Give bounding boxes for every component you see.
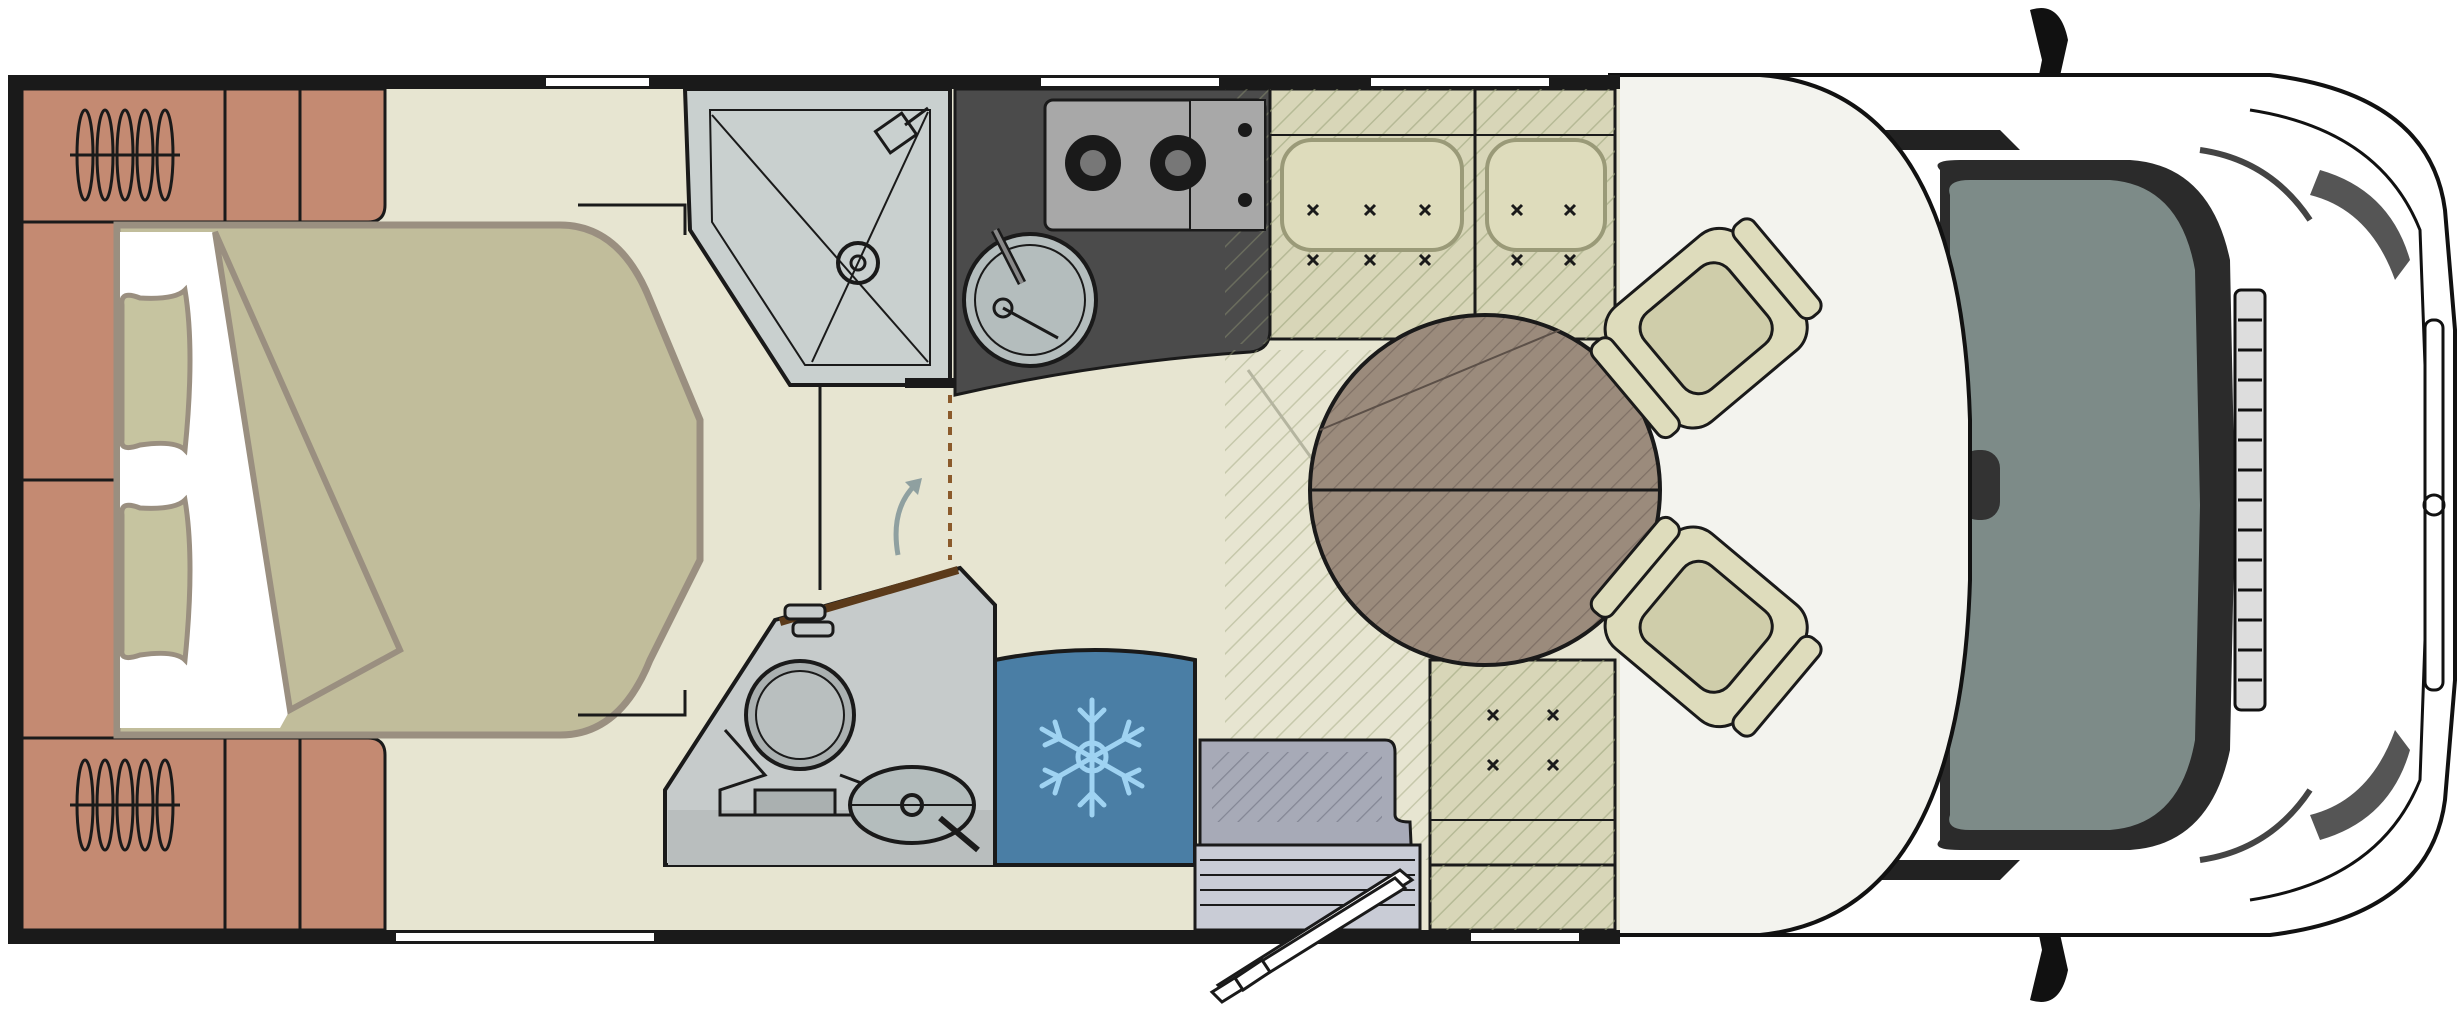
entrance-step	[1193, 738, 1422, 932]
grille	[2233, 288, 2267, 712]
seat-icon	[1589, 217, 1823, 440]
snowflake-icon	[1039, 697, 1145, 818]
rear-wardrobe-top	[20, 87, 387, 224]
washbasin-icon	[848, 765, 980, 853]
cushion-icon	[1280, 138, 1607, 252]
pillow-icon	[119, 494, 193, 666]
hob-icon	[1043, 98, 1267, 232]
sink-icon	[962, 227, 1098, 368]
fridge	[993, 648, 1197, 867]
shower	[682, 87, 952, 387]
windows	[394, 76, 1581, 943]
bed-platform	[578, 203, 822, 717]
kitchen	[953, 87, 1272, 397]
seat-icon	[1589, 515, 1823, 738]
round-table-icon	[1308, 313, 1662, 667]
stitch-icon	[1306, 203, 1577, 267]
cab-seats	[1589, 217, 1823, 738]
rear-wardrobe-bottom	[20, 736, 387, 932]
shower-icon	[836, 106, 929, 285]
toilet-icon	[718, 659, 882, 817]
pillow-icon	[119, 284, 193, 456]
hanger-icon	[70, 108, 180, 202]
small-bench	[1428, 658, 1617, 932]
double-bed	[113, 221, 704, 739]
bench-seat	[1268, 87, 1617, 341]
door-swing-arrow-icon	[893, 483, 917, 556]
cab-partition	[1613, 73, 1972, 937]
door-icon[interactable]	[1209, 868, 1415, 1004]
hanger-icon	[70, 758, 180, 852]
